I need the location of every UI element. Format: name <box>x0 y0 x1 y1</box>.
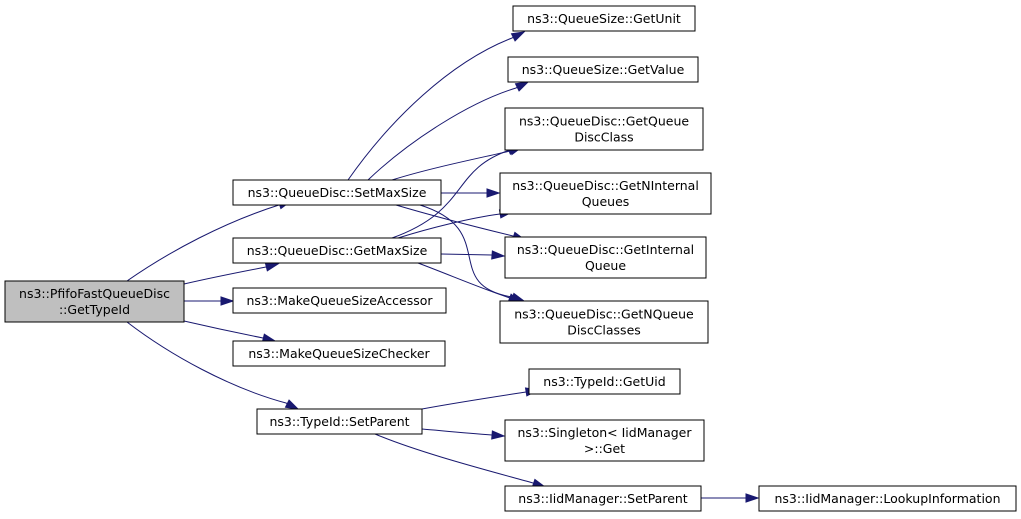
node-box <box>4 280 185 323</box>
node-setpar[interactable]: ns3::TypeId::SetParent <box>256 408 423 435</box>
edge-setpar-to-getuid <box>421 387 540 410</box>
edge-line <box>391 149 511 239</box>
arrowhead <box>745 493 760 503</box>
edge-line <box>126 321 287 404</box>
edge-connector <box>511 36 514 39</box>
node-label: ns3::QueueDisc::GetMaxSize <box>247 243 428 258</box>
node-getval[interactable]: ns3::QueueSize::GetValue <box>507 56 699 83</box>
edge-line <box>395 204 514 237</box>
node-label: ns3::QueueDisc::GetNQueue <box>514 307 694 322</box>
node-root[interactable]: ns3::PfifoFastQueueDisc::GetTypeId <box>4 280 185 323</box>
node-label: ns3::IidManager::LookupInformation <box>774 491 1000 506</box>
node-box <box>504 419 705 462</box>
node-box <box>499 300 709 344</box>
node-box <box>256 408 423 435</box>
edge-root-to-getmax <box>183 262 280 285</box>
edge-setpar-to-singget <box>421 428 506 440</box>
edge-line <box>421 391 527 410</box>
node-label: ns3::QueueDisc::GetQueue <box>519 114 689 129</box>
node-label: ns3::QueueSize::GetUnit <box>527 11 681 26</box>
edge-setmax-to-getunit <box>347 31 526 181</box>
arrowhead <box>491 430 506 440</box>
node-box <box>528 368 681 395</box>
node-label: ns3::TypeId::GetUid <box>543 374 665 389</box>
arrowhead <box>486 188 501 198</box>
edge-getmax-to-getnqdc <box>417 262 523 303</box>
node-getmax[interactable]: ns3::QueueDisc::GetMaxSize <box>232 237 442 264</box>
arrowhead <box>510 31 526 42</box>
node-label: ns3::QueueSize::GetValue <box>522 62 685 77</box>
arrowhead <box>491 250 506 260</box>
edge-setpar-to-iidsetp <box>374 433 547 488</box>
node-box <box>504 485 702 512</box>
node-label: ns3::PfifoFastQueueDisc <box>19 286 170 301</box>
edge-getmax-to-getiq <box>440 250 506 260</box>
edge-line <box>391 150 511 181</box>
node-label: ns3::QueueDisc::GetNInternal <box>512 178 699 193</box>
node-getuid[interactable]: ns3::TypeId::GetUid <box>528 368 681 395</box>
edge-root-to-mqsa <box>184 296 235 306</box>
edge-connector <box>515 86 518 89</box>
node-label: ns3::QueueDisc::SetMaxSize <box>248 185 427 200</box>
edge-line <box>367 87 517 181</box>
nodes-layer: ns3::PfifoFastQueueDisc::GetTypeIdns3::Q… <box>4 5 1017 512</box>
arrowhead <box>284 399 300 410</box>
node-label: Queues <box>582 194 630 209</box>
edge-line <box>347 37 513 181</box>
node-label: ns3::MakeQueueSizeAccessor <box>246 293 433 308</box>
node-iidsetp[interactable]: ns3::IidManager::SetParent <box>504 485 702 512</box>
node-box <box>504 107 704 151</box>
node-box <box>504 236 707 279</box>
edge-line <box>374 433 534 484</box>
edge-line <box>421 428 493 436</box>
node-box <box>499 172 712 215</box>
node-label: ::GetTypeId <box>59 302 130 317</box>
node-box <box>507 56 699 83</box>
edge-root-to-setpar <box>126 321 300 410</box>
node-label: DiscClass <box>574 130 633 145</box>
node-box <box>232 287 447 314</box>
node-label: ns3::IidManager::SetParent <box>518 491 688 506</box>
edge-root-to-mqsc <box>183 320 277 343</box>
node-box <box>758 485 1017 512</box>
node-box <box>512 5 696 32</box>
edge-connector <box>285 402 288 405</box>
node-box <box>232 237 442 264</box>
node-mqsa[interactable]: ns3::MakeQueueSizeAccessor <box>232 287 447 314</box>
node-label: DiscClasses <box>567 323 641 338</box>
edge-line <box>183 320 264 339</box>
edge-line <box>126 204 280 282</box>
node-getunit[interactable]: ns3::QueueSize::GetUnit <box>512 5 696 32</box>
node-label: ns3::QueueDisc::GetInternal <box>517 242 694 257</box>
node-label: Queue <box>585 258 626 273</box>
node-lookup[interactable]: ns3::IidManager::LookupInformation <box>758 485 1017 512</box>
node-mqsc[interactable]: ns3::MakeQueueSizeChecker <box>232 340 446 367</box>
arrowhead <box>264 262 280 272</box>
node-box <box>232 340 446 367</box>
edge-iidsetp-to-lookup <box>701 493 760 503</box>
edge-line <box>397 213 501 239</box>
edge-line <box>183 266 267 285</box>
edge-line <box>417 262 511 299</box>
node-label: ns3::MakeQueueSizeChecker <box>248 346 430 361</box>
node-box <box>232 179 442 206</box>
node-singget[interactable]: ns3::Singleton< IidManager>::Get <box>504 419 705 462</box>
arrowhead <box>220 296 235 306</box>
arrowhead <box>514 81 530 92</box>
node-label: ns3::Singleton< IidManager <box>517 425 692 440</box>
edge-setmax-to-getniq <box>441 188 501 198</box>
edge-setmax-to-getval <box>367 81 530 181</box>
edge-line <box>440 253 493 256</box>
node-label: ns3::TypeId::SetParent <box>269 414 409 429</box>
node-setmax[interactable]: ns3::QueueDisc::SetMaxSize <box>232 179 442 206</box>
node-label: >::Get <box>584 441 625 456</box>
